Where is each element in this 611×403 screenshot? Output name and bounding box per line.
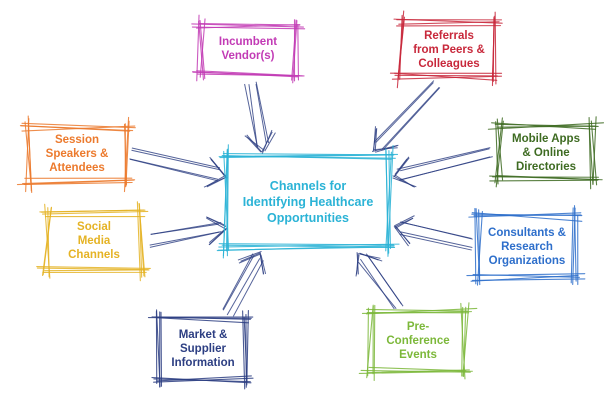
node-session-speakers: Session Speakers & Attendees: [16, 115, 136, 194]
center-node-label: Channels for Identifying Healthcare Oppo…: [242, 179, 374, 225]
node-label: Market & Supplier Information: [171, 329, 235, 369]
node-social-media: Social Media Channels: [36, 201, 151, 282]
node-label: Consultants & Research Organizations: [488, 227, 566, 267]
node-label: Pre- Conference Events: [386, 321, 450, 361]
node-label: Session Speakers & Attendees: [45, 134, 109, 174]
node-label: Mobile Apps & Online Directories: [512, 133, 580, 173]
node-consultants: Consultants & Research Organizations: [466, 205, 586, 286]
node-market-supplier: Market & Supplier Information: [147, 309, 254, 390]
node-label: Social Media Channels: [68, 221, 120, 261]
center-node: Channels for Identifying Healthcare Oppo…: [216, 144, 400, 259]
node-mobile-apps: Mobile Apps & Online Directories: [487, 116, 605, 190]
node-pre-conference: Pre- Conference Events: [358, 302, 478, 382]
node-label: Referrals from Peers & Colleagues: [413, 30, 485, 70]
node-referrals: Referrals from Peers & Colleagues: [389, 10, 503, 89]
node-incumbent-vendors: Incumbent Vendor(s): [191, 14, 306, 84]
node-label: Incumbent Vendor(s): [218, 36, 278, 62]
